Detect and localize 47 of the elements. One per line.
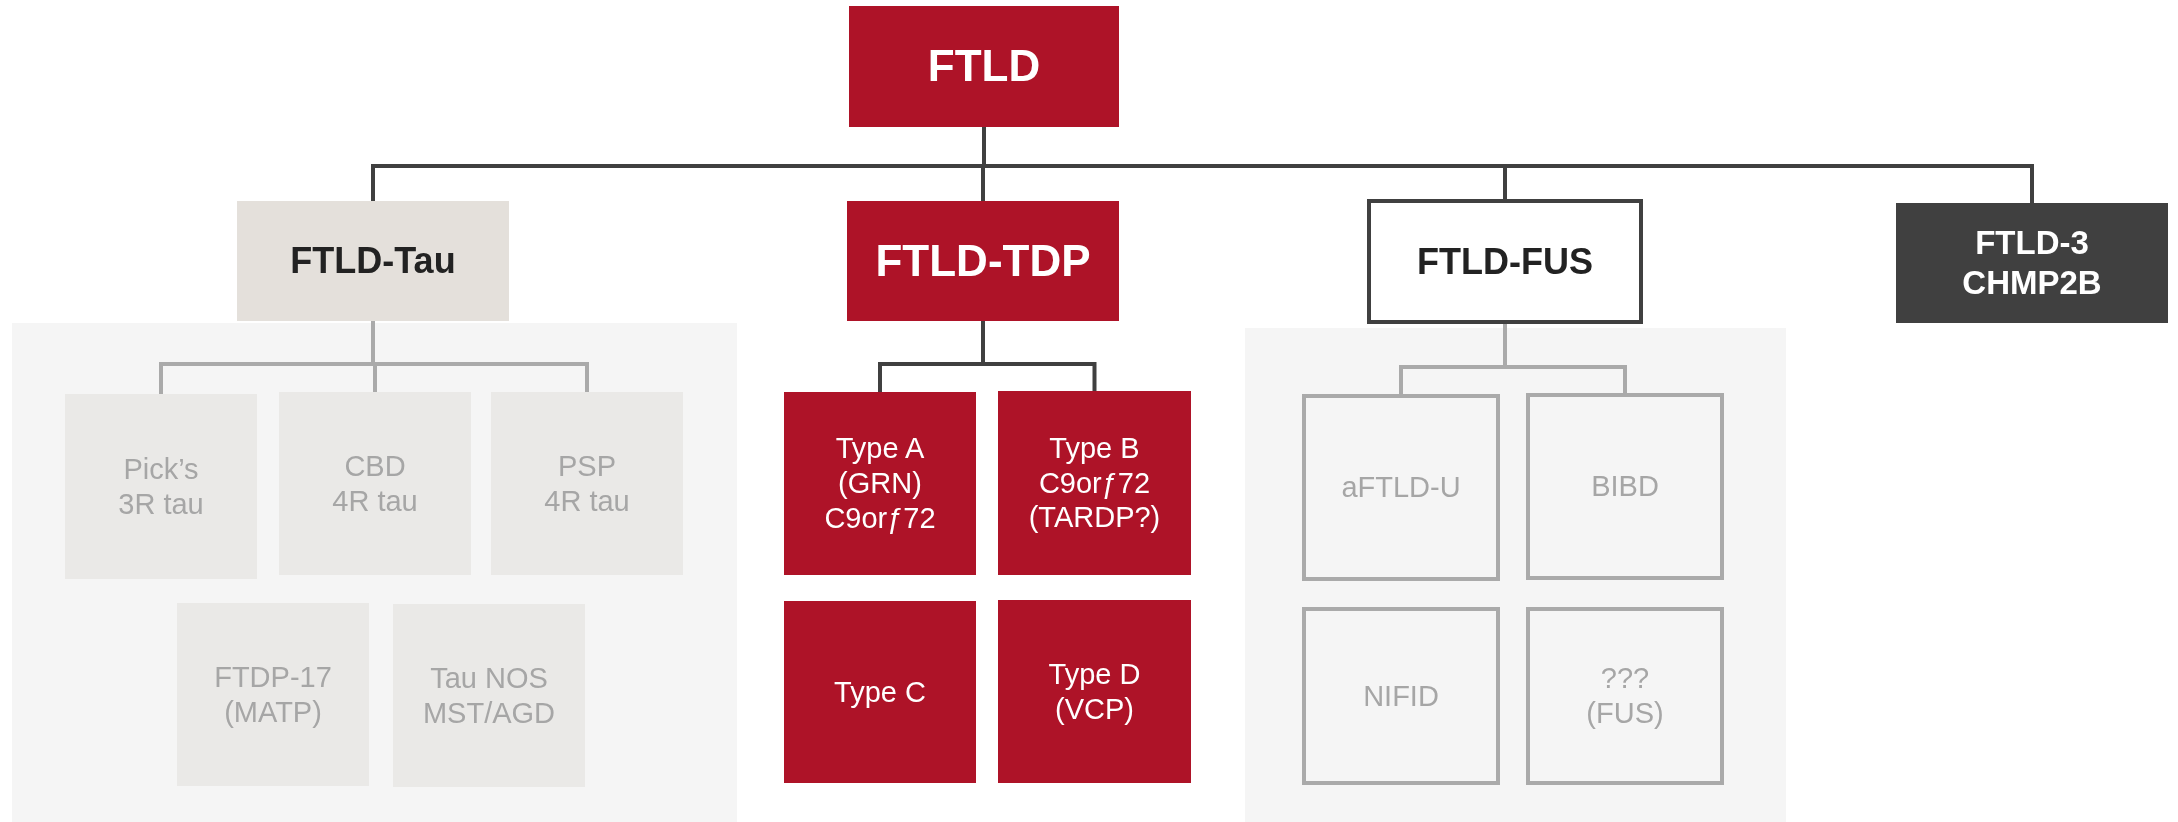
subtype-box: [998, 391, 1191, 575]
node-label: (TARDP?): [1028, 500, 1161, 536]
node-label: FTLD-FUS: [1417, 239, 1593, 284]
node-label: (VCP): [1055, 691, 1134, 727]
node-label: MST/AGD: [422, 695, 556, 731]
node-label: 4R tau: [544, 483, 630, 519]
node-label: Tau NOS: [430, 660, 548, 696]
node-label: CHMP2B: [1962, 263, 2102, 303]
category-box: [1367, 199, 1643, 324]
node-label: 3R tau: [118, 486, 204, 522]
node-label: (FUS): [1586, 696, 1664, 731]
node-label: ???: [1600, 661, 1650, 696]
node-label: (MATP): [224, 694, 322, 730]
node-label: PSP: [558, 448, 616, 484]
node-label: FTLD-3: [1975, 223, 2089, 263]
node-label: Type D: [1048, 656, 1141, 692]
node-label: 4R tau: [332, 483, 418, 519]
node-label: Type B: [1049, 430, 1140, 466]
node-label: aFTLD-U: [1341, 470, 1461, 505]
node-label: Type C: [834, 674, 926, 710]
subtype-box: [784, 601, 976, 783]
category-box: [849, 6, 1119, 127]
node-label: FTLD-TDP: [875, 234, 1091, 287]
node-label: CBD: [344, 448, 406, 484]
subtype-box: [1302, 394, 1500, 581]
node-label: FTLD: [927, 40, 1041, 93]
subtype-box: [998, 600, 1191, 783]
subtype-box: [784, 392, 976, 575]
subtype-box: [1302, 607, 1500, 785]
node-label: FTDP-17: [214, 659, 332, 695]
category-box: [1896, 203, 2168, 323]
node-label: C9orƒ72: [1038, 465, 1151, 501]
node-label: NIFID: [1363, 678, 1439, 714]
subtype-box: [1526, 393, 1724, 580]
category-box: [237, 201, 509, 321]
category-box: [847, 201, 1119, 321]
node-label: (GRN): [838, 466, 922, 501]
subtype-box: [279, 392, 471, 575]
connector-line: [981, 321, 1097, 391]
node-label: Type A: [835, 431, 925, 467]
subtype-box: [65, 394, 257, 579]
node-label: BIBD: [1591, 469, 1659, 504]
subtype-box: [1526, 607, 1724, 785]
node-label: Pick’s: [123, 451, 199, 487]
node-label: C9orƒ72: [824, 500, 936, 536]
node-label: FTLD-Tau: [290, 239, 456, 283]
subtype-box: [491, 392, 683, 575]
